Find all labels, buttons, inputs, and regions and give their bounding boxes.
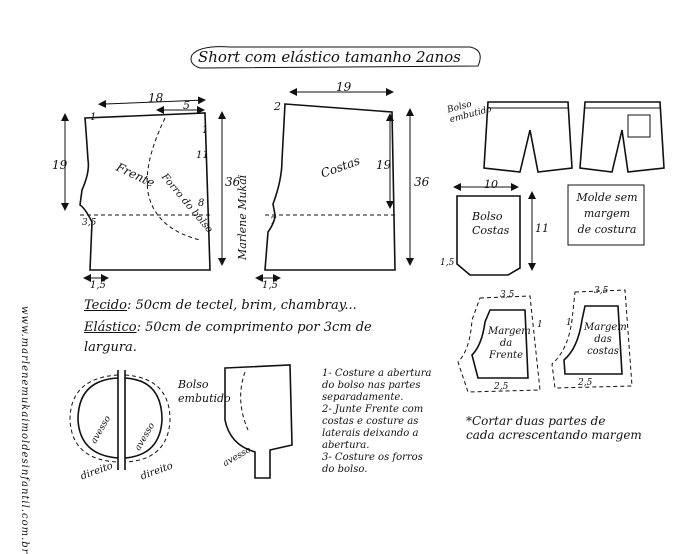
back-crotch: 7 — [270, 216, 277, 227]
back-margin-top: 3,5 — [594, 286, 609, 296]
front-margin-top: 3,5 — [500, 290, 515, 300]
shorts-illustration — [483, 101, 665, 173]
front-total-height: 36 — [225, 175, 241, 189]
pocket-label: Bolso Costas — [472, 210, 510, 237]
front-margin-label: Margem da Frente — [488, 326, 531, 361]
back-pocket-piece — [453, 183, 536, 276]
back-piece — [255, 88, 414, 282]
front-hem: 1,5 — [90, 280, 106, 291]
pocket-detail-label: Bolso embutido — [178, 378, 231, 405]
note-no-seam: Molde sem margem de costura — [576, 191, 638, 236]
pocket-corner: 1,5 — [440, 258, 455, 268]
note-box — [567, 184, 645, 246]
back-margin-side: 1 — [566, 318, 572, 328]
pocket-bag-detail — [69, 364, 293, 479]
front-top-small: 1 — [90, 112, 97, 123]
elastic-line-2: largura. — [84, 340, 137, 355]
fabric-line: Tecido: 50cm de tectel, brim, chambray..… — [84, 298, 357, 313]
pocket-width: 10 — [484, 178, 498, 191]
back-width: 19 — [336, 80, 352, 94]
title-underline — [190, 46, 481, 69]
instructions: 1- Costure a abertura do bolso nas parte… — [322, 368, 432, 475]
back-margin-label: Margem das costas — [584, 322, 627, 357]
front-width: 18 — [148, 91, 164, 105]
front-piece — [61, 96, 226, 282]
back-rise: 2 — [274, 100, 281, 113]
back-margin-piece — [551, 289, 633, 389]
front-margin-bottom: 2,5 — [494, 382, 509, 392]
page-title: Short com elástico tamanho 2anos — [198, 48, 461, 66]
elastic-line: Elástico: 50cm de comprimento por 3cm de — [84, 320, 372, 335]
cut-note: *Cortar duas partes de cada acrescentand… — [466, 414, 642, 442]
front-margin-side: 1 — [537, 320, 543, 330]
front-height: 19 — [52, 158, 68, 172]
back-margin-bottom: 2,5 — [578, 378, 593, 388]
back-height: 19 — [376, 158, 392, 172]
front-margin-piece — [457, 295, 541, 393]
back-hem: 1,5 — [262, 280, 278, 291]
back-total-height: 36 — [414, 175, 430, 189]
pattern-diagram — [61, 46, 665, 479]
front-top-offset: 5 — [183, 99, 190, 112]
website-label: www.marlenemukaimoldesinfantil.com.br — [19, 306, 30, 554]
front-inseam: 8 — [198, 198, 205, 209]
pocket-height: 11 — [535, 222, 549, 235]
front-side-small: 1 — [202, 125, 209, 136]
front-crotch: 3,5 — [82, 218, 97, 228]
front-mid: 11 — [196, 150, 209, 161]
